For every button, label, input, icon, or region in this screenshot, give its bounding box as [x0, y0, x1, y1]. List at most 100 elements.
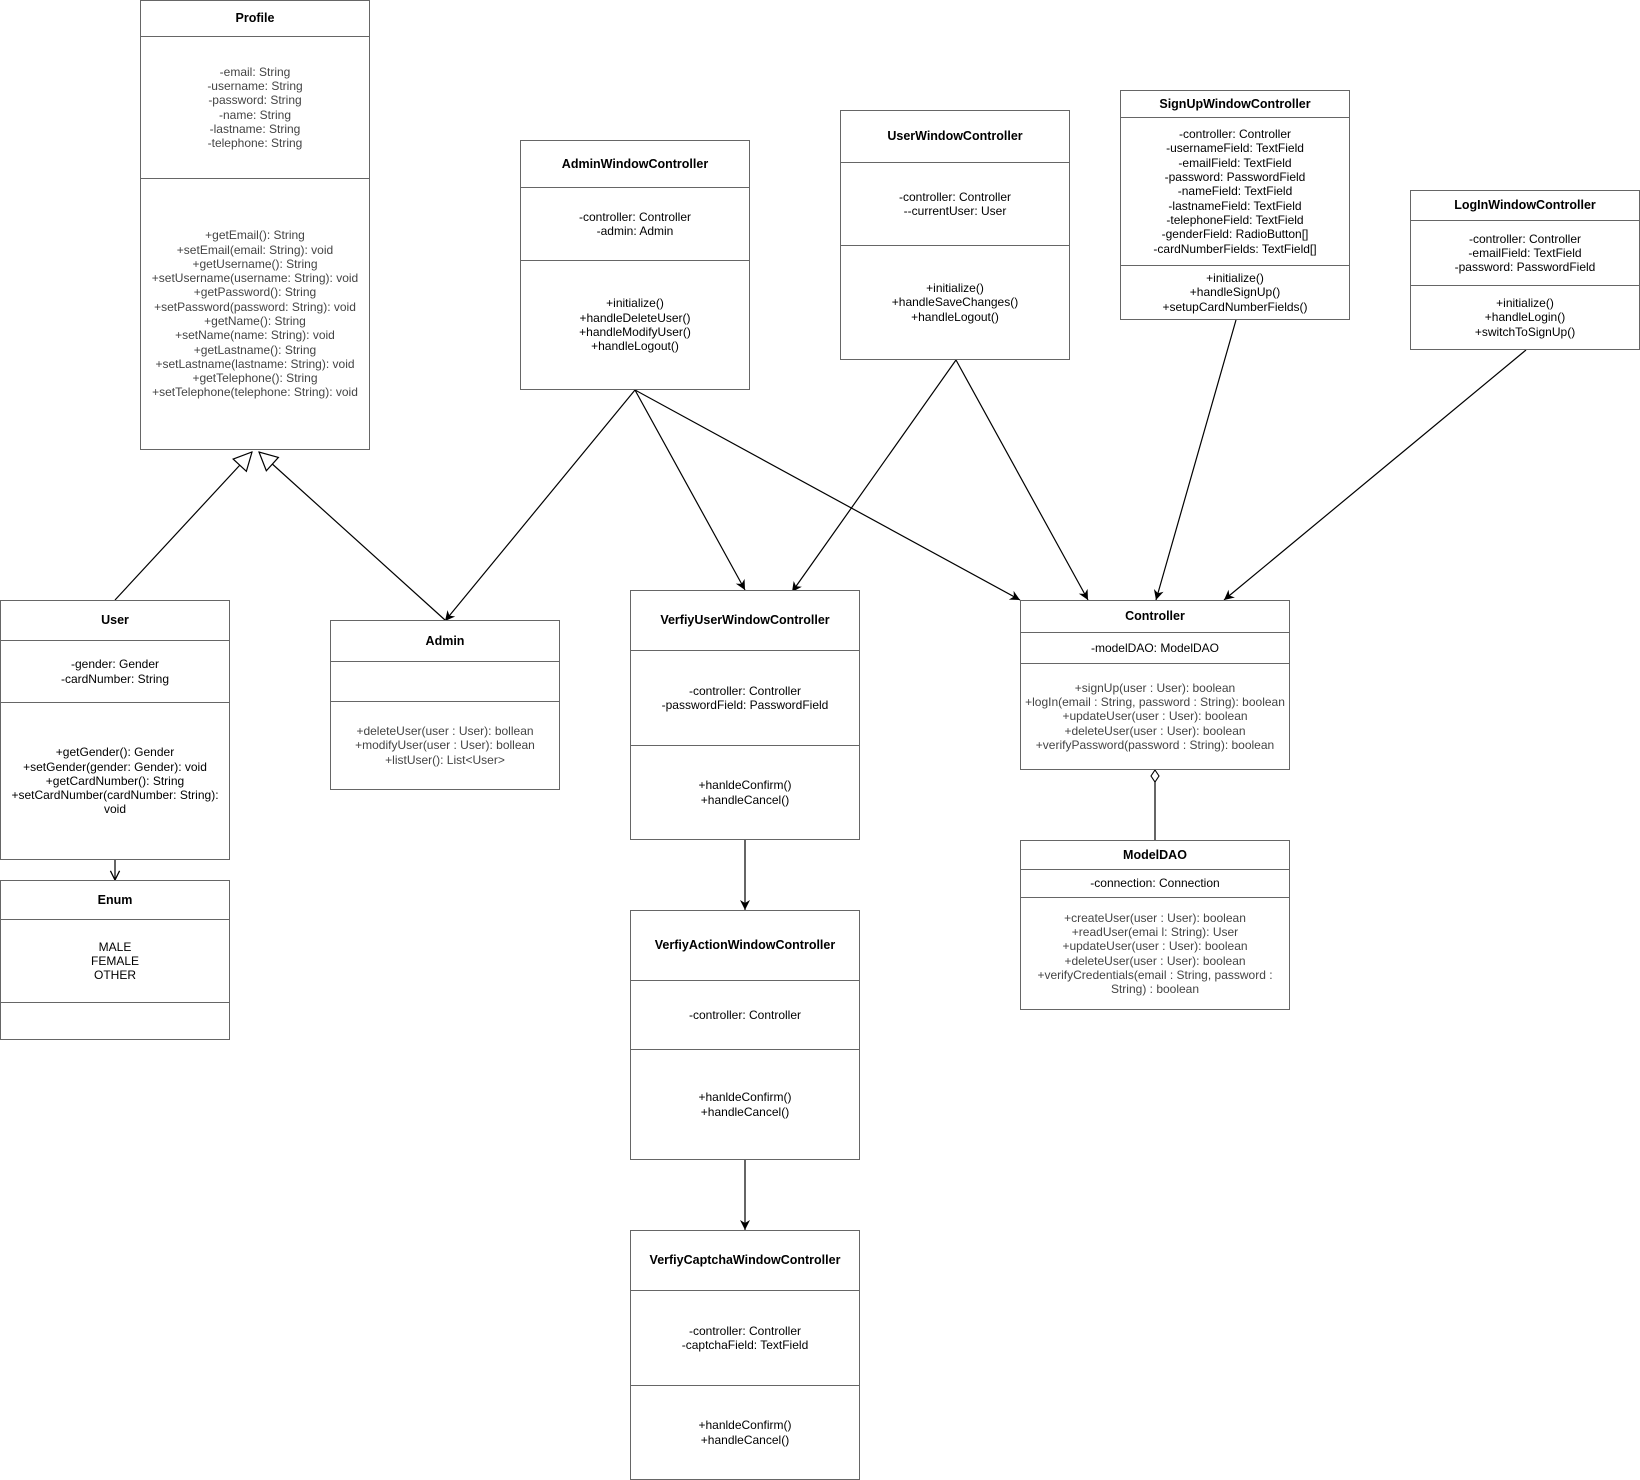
member-line: -emailField: TextField: [1468, 245, 1582, 260]
class-name: Profile: [235, 11, 275, 26]
member-line: +getUsername(): String: [192, 256, 318, 271]
member-line: OTHER: [94, 968, 136, 983]
member-line: -password: String: [208, 93, 302, 108]
class-admin[interactable]: Admin +deleteUser(user : User): bollean+…: [330, 620, 560, 790]
member-line: +initialize(): [1206, 271, 1264, 286]
class-model-dao[interactable]: ModelDAO -connection: Connection +create…: [1020, 840, 1290, 1010]
member-line: +handleSaveChanges(): [891, 295, 1019, 310]
member-line: -email: String: [219, 64, 291, 79]
class-login-window-controller[interactable]: LogInWindowController -controller: Contr…: [1410, 190, 1640, 350]
member-line: +handleLogin(): [1484, 310, 1566, 325]
class-admin-window-controller[interactable]: AdminWindowController -controller: Contr…: [520, 140, 750, 390]
member-line: -password: PasswordField: [1164, 170, 1306, 185]
member-line: -telephoneField: TextField: [1166, 212, 1304, 227]
member-line: -name: String: [218, 107, 292, 122]
member-line: +handleSignUp(): [1189, 285, 1281, 300]
class-verify-action-window-controller[interactable]: VerfiyActionWindowController -controller…: [630, 910, 860, 1160]
member-line: +modifyUser(user : User): bollean: [355, 738, 535, 753]
member-line: -modelDAO: ModelDAO: [1090, 640, 1220, 655]
methods-compartment: [1, 1002, 229, 1039]
member-line: -telephone: String: [207, 136, 303, 151]
userwindow-to-controller: [955, 359, 1089, 601]
member-line: +updateUser(user : User): boolean: [1062, 709, 1248, 724]
class-name: User: [101, 613, 129, 628]
member-line: +setCardNumber(cardNumber: String): void: [11, 788, 222, 817]
member-line: +handleCancel(): [700, 792, 790, 807]
member-line: -gender: Gender: [70, 657, 160, 672]
member-line: -cardNumberFields: TextField[]: [1153, 241, 1317, 256]
class-signup-window-controller[interactable]: SignUpWindowController -controller: Cont…: [1120, 90, 1350, 320]
member-line: +setUsername(username: String): void: [151, 271, 359, 286]
adminwindow-to-verifyuser: [634, 389, 746, 591]
admin-inherits-profile: [259, 452, 446, 621]
member-line: +handleLogout(): [591, 339, 679, 354]
member-line: +verifyCredentials(email : String, passw…: [1037, 967, 1276, 997]
methods-compartment: +initialize()+handleSignUp()+setupCardNu…: [1121, 265, 1349, 319]
member-line: -controller: Controller: [688, 1323, 802, 1338]
class-name: SignUpWindowController: [1159, 96, 1311, 111]
member-line: +setGender(gender: Gender): void: [23, 759, 207, 774]
member-line: +initialize(): [606, 296, 664, 311]
member-line: +getCardNumber(): String: [45, 773, 185, 788]
member-line: +deleteUser(user : User): boolean: [1064, 723, 1246, 738]
class-verify-user-window-controller[interactable]: VerfiyUserWindowController -controller: …: [630, 590, 860, 840]
attributes-compartment: [331, 661, 559, 701]
attributes-compartment: -controller: Controller-captchaField: Te…: [631, 1290, 859, 1385]
attributes-compartment: -controller: Controller-emailField: Text…: [1411, 220, 1639, 285]
class-user[interactable]: User -gender: Gender-cardNumber: String …: [0, 600, 230, 860]
member-line: +readUser(emai l: String): User: [1071, 924, 1239, 939]
member-line: +getPassword(): String: [193, 285, 317, 300]
member-line: +verifyPassword(password : String): bool…: [1035, 737, 1275, 752]
member-line: -captchaField: TextField: [681, 1338, 809, 1352]
attributes-compartment: -modelDAO: ModelDAO: [1021, 632, 1289, 663]
attributes-compartment: -email: String-username: String-password…: [141, 36, 369, 178]
methods-compartment: +hanldeConfirm()+handleCancel(): [631, 1049, 859, 1159]
member-line: FEMALE: [90, 953, 139, 968]
member-line: +handleModifyUser(): [579, 325, 691, 339]
member-line: +setName(name: String): void: [175, 328, 335, 343]
member-line: -password: PasswordField: [1454, 260, 1596, 275]
class-user-window-controller[interactable]: UserWindowController -controller: Contro…: [840, 110, 1070, 360]
class-name: VerfiyCaptchaWindowController: [649, 1253, 841, 1268]
userwindow-to-verifyuser: [791, 359, 957, 593]
member-line: -emailField: TextField: [1178, 155, 1292, 170]
adminwindow-to-admin: [444, 389, 636, 622]
class-name: VerfiyUserWindowController: [660, 613, 830, 628]
member-line: +initialize(): [1496, 296, 1554, 311]
methods-compartment: +initialize()+handleDeleteUser()+handleM…: [521, 260, 749, 389]
class-verify-captcha-window-controller[interactable]: VerfiyCaptchaWindowController -controlle…: [630, 1230, 860, 1480]
member-line: +hanldeConfirm(): [698, 778, 792, 793]
class-name: VerfiyActionWindowController: [654, 938, 836, 953]
member-line: -username: String: [207, 78, 303, 93]
member-line: +deleteUser(user : User): boolean: [1064, 953, 1246, 968]
member-line: +setPassword(password: String): void: [154, 299, 356, 314]
class-name: Admin: [425, 633, 465, 648]
methods-compartment: +initialize()+handleLogin()+switchToSign…: [1411, 285, 1639, 349]
member-line: +setEmail(email: String): void: [176, 242, 334, 257]
member-line: +createUser(user : User): boolean: [1064, 910, 1246, 925]
class-name: AdminWindowController: [561, 156, 709, 171]
member-line: +handleCancel(): [700, 1432, 790, 1447]
member-line: +handleCancel(): [700, 1104, 790, 1119]
loginwindow-to-controller: [1223, 349, 1527, 601]
class-name: UserWindowController: [887, 129, 1023, 144]
member-line: -usernameField: TextField: [1166, 141, 1304, 156]
member-line: -genderField: RadioButton[]: [1161, 227, 1309, 242]
methods-compartment: +getEmail(): String+setEmail(email: Stri…: [141, 178, 369, 449]
methods-compartment: +getGender(): Gender+setGender(gender: G…: [1, 702, 229, 859]
attributes-compartment: -controller: Controller-passwordField: P…: [631, 650, 859, 745]
member-line: +setLastname(lastname: String): void: [155, 356, 355, 371]
attributes-compartment: -controller: Controller: [631, 980, 859, 1049]
attributes-compartment: -controller: Controller-usernameField: T…: [1121, 117, 1349, 265]
member-line: +updateUser(user : User): boolean: [1062, 939, 1248, 954]
class-profile[interactable]: Profile -email: String-username: String-…: [140, 0, 370, 450]
class-controller[interactable]: Controller -modelDAO: ModelDAO +signUp(u…: [1020, 600, 1290, 770]
member-line: -passwordField: PasswordField: [661, 698, 829, 712]
member-line: MALE: [98, 939, 132, 954]
member-line: +hanldeConfirm(): [698, 1418, 792, 1433]
member-line: -controller: Controller: [578, 209, 692, 224]
member-line: +getGender(): Gender: [55, 745, 175, 760]
member-line: -controller: Controller: [1178, 127, 1292, 142]
